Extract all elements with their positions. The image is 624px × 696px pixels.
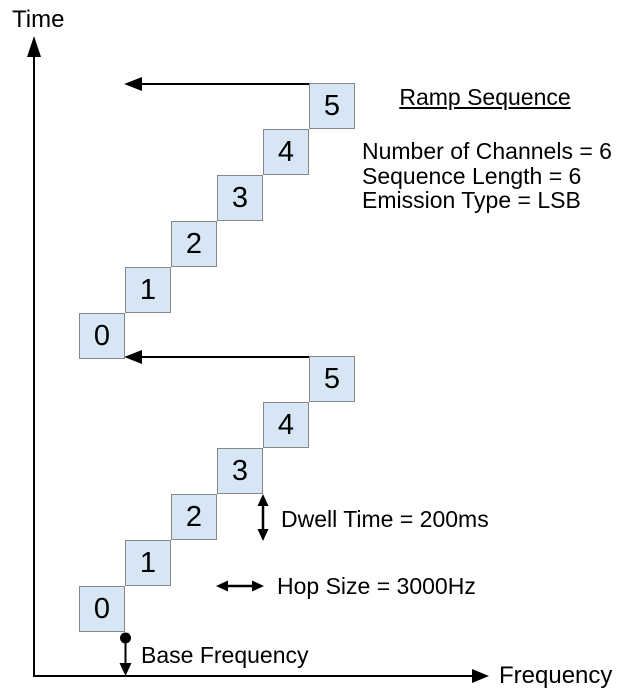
retrace-arrow-upper bbox=[124, 77, 309, 91]
dwell-time-arrow-up-icon bbox=[257, 494, 269, 506]
hop-size-label: Hop Size = 3000Hz bbox=[277, 573, 476, 599]
parameter-sequence-length: Sequence Length = 6 bbox=[362, 162, 582, 189]
hop-size-arrow bbox=[216, 580, 264, 592]
frequency-axis-label: Frequency bbox=[499, 662, 613, 689]
hop-size-arrow-left-icon bbox=[216, 580, 228, 592]
hop-size-arrow-right-icon bbox=[252, 580, 264, 592]
hop-box-upper-3: 3 bbox=[217, 175, 263, 221]
hop-box-upper-4: 4 bbox=[263, 129, 309, 175]
frequency-axis bbox=[34, 669, 489, 683]
dwell-time-label: Dwell Time = 200ms bbox=[281, 506, 489, 532]
hop-box-lower-3: 3 bbox=[217, 448, 263, 494]
parameter-channels: Number of Channels = 6 bbox=[362, 138, 612, 164]
hop-box-lower-4: 4 bbox=[263, 402, 309, 448]
frequency-axis-arrowhead-icon bbox=[472, 669, 489, 683]
retrace-arrow-upper-arrowhead-icon bbox=[124, 77, 142, 91]
diagram-title: Ramp Sequence bbox=[399, 84, 571, 110]
time-axis-label: Time bbox=[12, 6, 65, 33]
parameter-emission-type: Emission Type = LSB bbox=[362, 187, 581, 213]
parameter-list: Number of Channels = 6 Sequence Length =… bbox=[362, 139, 612, 213]
base-frequency-label: Base Frequency bbox=[141, 642, 309, 668]
hop-box-upper-5: 5 bbox=[309, 83, 355, 129]
hop-box-lower-1: 1 bbox=[125, 540, 171, 586]
retrace-arrow-lower bbox=[124, 350, 309, 364]
dwell-time-arrow-down-icon bbox=[257, 529, 269, 541]
hop-box-upper-0: 0 bbox=[79, 313, 125, 359]
base-frequency-marker bbox=[119, 632, 132, 676]
retrace-arrow-lower-arrowhead-icon bbox=[124, 350, 142, 364]
time-axis-arrowhead-icon bbox=[27, 36, 41, 57]
hop-box-lower-0: 0 bbox=[79, 586, 125, 632]
hop-box-upper-2: 2 bbox=[171, 221, 217, 267]
hop-box-upper-1: 1 bbox=[125, 267, 171, 313]
time-axis bbox=[27, 36, 41, 677]
dwell-time-arrow bbox=[257, 494, 269, 541]
hop-box-lower-5: 5 bbox=[309, 356, 355, 402]
hop-box-lower-2: 2 bbox=[171, 494, 217, 540]
base-frequency-arrowhead-icon bbox=[119, 663, 132, 676]
